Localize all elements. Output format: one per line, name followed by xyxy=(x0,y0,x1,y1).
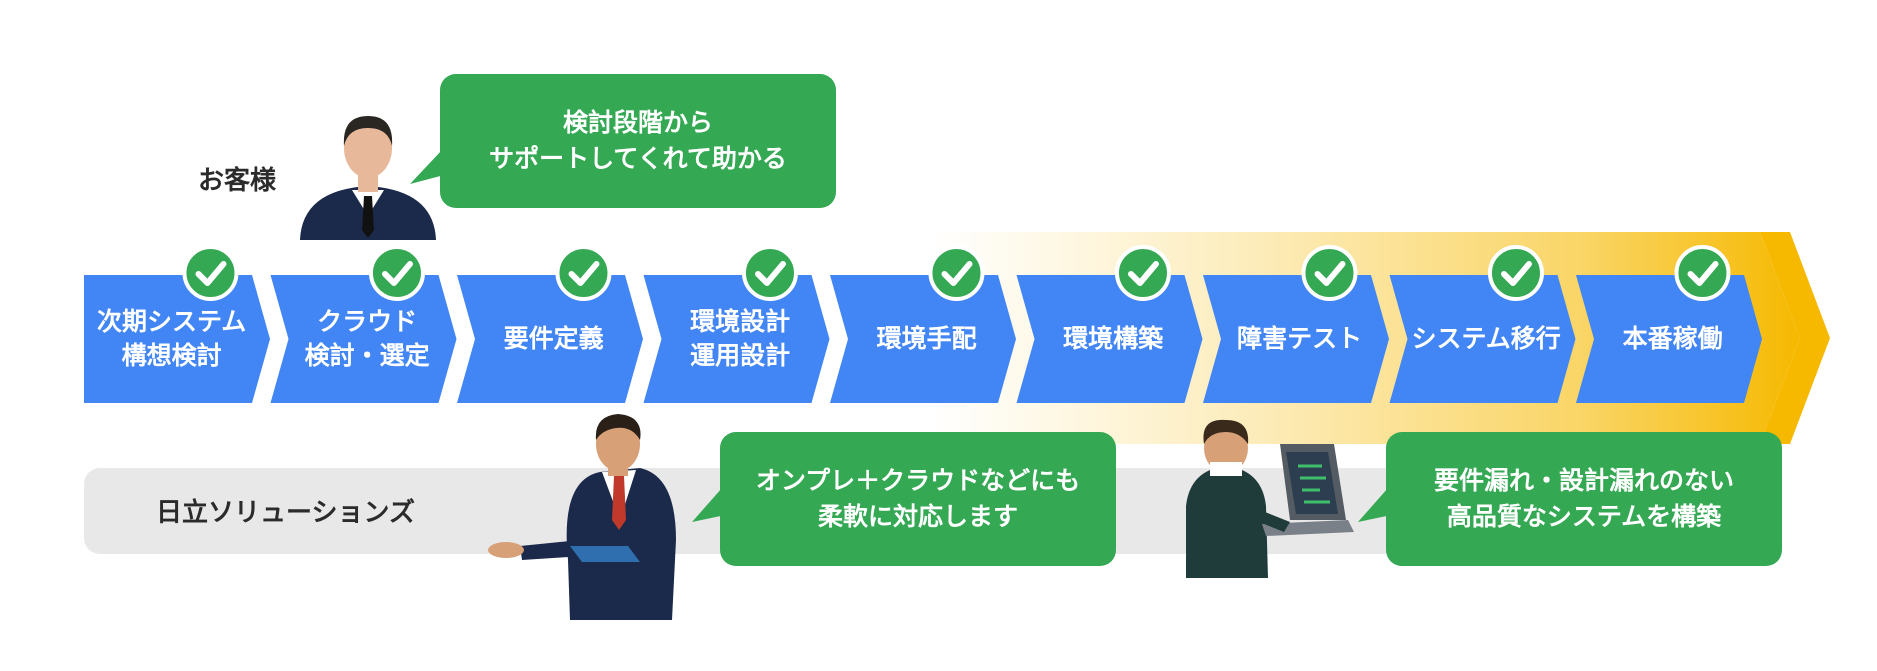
check-icon xyxy=(1301,245,1358,301)
check-icon xyxy=(1674,245,1731,301)
check-icon xyxy=(928,245,985,301)
step-chevron xyxy=(1016,275,1203,403)
customer-bubble-line-1: 検討段階から xyxy=(562,107,713,137)
step-chevron xyxy=(270,275,457,403)
step-label-line: 次期システム xyxy=(96,306,247,336)
vendor-bubble-left: オンプレ＋クラウドなどにも 柔軟に対応します xyxy=(720,432,1116,566)
step-label: 本番稼働 xyxy=(1594,275,1751,403)
step-label-line: 要件定義 xyxy=(503,323,604,353)
check-icon xyxy=(368,245,425,301)
step-chevron xyxy=(1389,275,1576,403)
step-label-line: 障害テスト xyxy=(1237,323,1363,353)
vendor-bubble-right-line-2: 高品質なシステムを構築 xyxy=(1446,502,1722,531)
step-label-line: システム移行 xyxy=(1411,323,1561,353)
process-steps xyxy=(84,245,1762,403)
step-label: 障害テスト xyxy=(1221,275,1378,403)
step-chevron xyxy=(1576,275,1762,403)
step-label: 環境設計運用設計 xyxy=(662,275,819,403)
step-label: 環境手配 xyxy=(848,275,1005,403)
step-chevron xyxy=(1203,275,1389,403)
step-label-line: 環境手配 xyxy=(876,323,977,353)
step-label-line: 検討・選定 xyxy=(304,341,430,370)
vendor-bubble-right-line-1: 要件漏れ・設計漏れのない xyxy=(1433,465,1734,495)
check-icon xyxy=(1487,245,1544,301)
highlight-arrow-tip xyxy=(1760,232,1830,444)
vendor-bubble-left-line-1: オンプレ＋クラウドなどにも xyxy=(755,465,1081,495)
step-label-line: 環境設計 xyxy=(690,306,791,336)
customer-bubble-line-2: サポートしてくれて助かる xyxy=(489,144,787,173)
check-icon xyxy=(182,245,239,301)
step-label-line: 運用設計 xyxy=(690,341,791,370)
customer-label: お客様 xyxy=(198,166,277,196)
step-label-line: 環境構築 xyxy=(1063,323,1164,353)
step-label: システム移行 xyxy=(1408,275,1565,403)
step-chevron xyxy=(643,275,830,403)
vendor-bubble-left-line-2: 柔軟に対応します xyxy=(817,502,1018,531)
check-icon xyxy=(741,245,798,301)
step-label-line: 構想検討 xyxy=(121,341,222,370)
customer-figure xyxy=(300,116,436,240)
step-chevron xyxy=(84,275,270,403)
step-label: 要件定義 xyxy=(475,275,632,403)
vendor-engineer-figure xyxy=(1186,419,1354,578)
step-chevron xyxy=(457,275,643,403)
check-icon xyxy=(1114,245,1171,301)
step-label-line: 本番稼働 xyxy=(1622,323,1723,353)
vendor-presenter-figure xyxy=(488,414,676,620)
vendor-label: 日立ソリューションズ xyxy=(156,498,415,528)
step-chevron xyxy=(830,275,1016,403)
check-icon xyxy=(555,245,612,301)
customer-bubble: 検討段階から サポートしてくれて助かる xyxy=(440,74,836,208)
step-label: 環境構築 xyxy=(1035,275,1192,403)
customer-bubble-tail xyxy=(410,150,448,184)
step-label-line: クラウド xyxy=(317,306,418,336)
vendor-bubble-right: 要件漏れ・設計漏れのない 高品質なシステムを構築 xyxy=(1386,432,1782,566)
step-label: クラウド検討・選定 xyxy=(289,275,446,403)
step-label: 次期システム構想検討 xyxy=(84,275,259,403)
